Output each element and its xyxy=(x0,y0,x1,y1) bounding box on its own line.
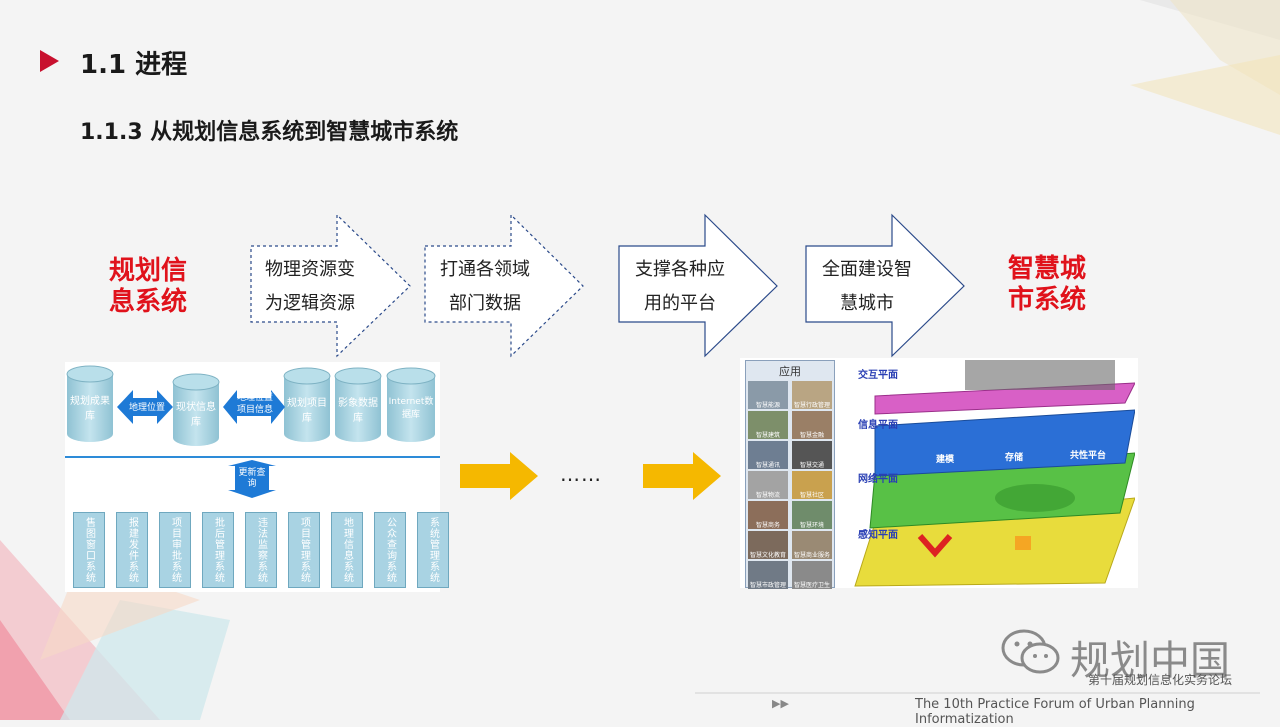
app-tile: 智慧医疗卫生 xyxy=(792,561,832,589)
app-tile: 智慧商务 xyxy=(748,501,788,529)
app-tile: 智慧环境 xyxy=(792,501,832,529)
flow-step-1: 物理资源变 为逻辑资源 xyxy=(250,253,370,321)
app-tile: 智慧交通 xyxy=(792,441,832,469)
flow-arrows xyxy=(250,213,778,358)
flow-step-2: 打通各领域 部门数据 xyxy=(425,253,545,321)
planning-diagram-shapes xyxy=(65,365,440,498)
app-panel: 应用 智慧能源 智慧行政管理 智慧建筑 智慧金融 智慧通讯 智慧交通 智慧物流 … xyxy=(745,360,835,591)
layer-label-network: 网络平面 xyxy=(858,474,898,485)
layer-label-interaction: 交互平面 xyxy=(858,370,898,381)
system-box: 项目审批系统 xyxy=(159,512,191,588)
system-box: 违法监察系统 xyxy=(245,512,277,588)
flow-step-3: 支撑各种应 用的平台 xyxy=(620,253,740,321)
start-label-line-2: 息系统 xyxy=(108,287,187,317)
flow-step-1-line-2: 为逻辑资源 xyxy=(265,293,355,314)
app-grid: 智慧能源 智慧行政管理 智慧建筑 智慧金融 智慧通讯 智慧交通 智慧物流 智慧社… xyxy=(746,379,834,591)
flow-step-4-line-1: 全面建设智 xyxy=(822,259,912,280)
section-bullet-icon xyxy=(40,50,59,72)
flow-step-2-line-1: 打通各领域 xyxy=(440,259,530,280)
flow-step-1-line-1: 物理资源变 xyxy=(265,259,355,280)
system-list: 售图窗口系统 报建发件系统 项目审批系统 批后管理系统 违法监察系统 项目管理系… xyxy=(73,512,449,588)
system-box: 项目管理系统 xyxy=(288,512,320,588)
app-tile: 智慧社区 xyxy=(792,471,832,499)
app-tile: 智慧能源 xyxy=(748,381,788,409)
app-panel-title: 应用 xyxy=(779,365,801,378)
system-box: 售图窗口系统 xyxy=(73,512,105,588)
ellipsis: …… xyxy=(560,462,602,486)
flow-step-4-line-2: 慧城市 xyxy=(840,293,894,314)
system-box: 地理信息系统 xyxy=(331,512,363,588)
yellow-arrow-left-icon xyxy=(460,452,538,500)
flow-step-3-line-2: 用的平台 xyxy=(644,293,716,314)
wechat-logo-icon xyxy=(1001,629,1060,674)
system-box: 公众查询系统 xyxy=(374,512,406,588)
flow-step-2-line-2: 部门数据 xyxy=(449,293,521,314)
brand-name: 规划中国 xyxy=(1070,638,1230,684)
end-label-line-2: 市系统 xyxy=(1007,285,1086,315)
brand-subtitle: 第十届规划信息化实务论坛 xyxy=(1088,673,1233,687)
app-tile: 智慧商业服务 xyxy=(792,531,832,559)
start-label: 规划信 息系统 xyxy=(98,256,198,318)
planning-system-diagram: 规划成果库 现状信息库 规划项目库 影象数据库 Internet数据库 地理位置… xyxy=(65,362,449,592)
smart-city-diagram: 应用 智慧能源 智慧行政管理 智慧建筑 智慧金融 智慧通讯 智慧交通 智慧物流 … xyxy=(740,358,1138,591)
start-label-line-1: 规划信 xyxy=(108,256,187,286)
info-label-platform: 共性平台 xyxy=(1070,451,1107,461)
layer-stack xyxy=(854,360,1135,587)
forum-title: The 10th Practice Forum of Urban Plannin… xyxy=(915,697,1195,727)
db-5: Internet数据库 xyxy=(388,397,434,420)
play-icon: ▶▶ xyxy=(772,697,789,710)
db-4: 影象数据库 xyxy=(338,398,378,424)
yellow-arrow-right-icon xyxy=(643,452,721,500)
layer-label-info: 信息平面 xyxy=(858,420,898,431)
flow-step-4: 全面建设智 慧城市 xyxy=(807,253,927,321)
end-label: 智慧城 市系统 xyxy=(996,254,1098,316)
db-2: 现状信息库 xyxy=(176,402,216,428)
info-label-storage: 存储 xyxy=(1005,453,1024,463)
system-box: 系统管理系统 xyxy=(417,512,449,588)
app-tile: 智慧物流 xyxy=(748,471,788,499)
flow-step-3-line-1: 支撑各种应 xyxy=(635,259,725,280)
subsection-title: 1.1.3 从规划信息系统到智慧城市系统 xyxy=(80,120,459,145)
flow-arrow-4 xyxy=(805,213,965,358)
app-tile: 智慧金融 xyxy=(792,411,832,439)
db-1: 规划成果库 xyxy=(70,396,110,422)
arrow-label-2: 地理位置项目信息 xyxy=(236,393,273,415)
app-tile: 智慧建筑 xyxy=(748,411,788,439)
layer-label-sensing: 感知平面 xyxy=(858,530,898,541)
db-3: 规划项目库 xyxy=(287,398,327,424)
section-title: 1.1 进程 xyxy=(80,50,188,80)
app-tile: 智慧文化教育 xyxy=(748,531,788,559)
app-tile: 智慧通讯 xyxy=(748,441,788,469)
system-box: 报建发件系统 xyxy=(116,512,148,588)
system-box: 批后管理系统 xyxy=(202,512,234,588)
app-tile: 智慧行政管理 xyxy=(792,381,832,409)
arrow-label-1: 地理位置 xyxy=(128,403,165,413)
arrow-label-3: 更新查询 xyxy=(238,468,266,489)
end-label-line-1: 智慧城 xyxy=(1007,254,1086,284)
info-label-modeling: 建模 xyxy=(936,455,955,465)
app-tile: 智慧市政管理 xyxy=(748,561,788,589)
